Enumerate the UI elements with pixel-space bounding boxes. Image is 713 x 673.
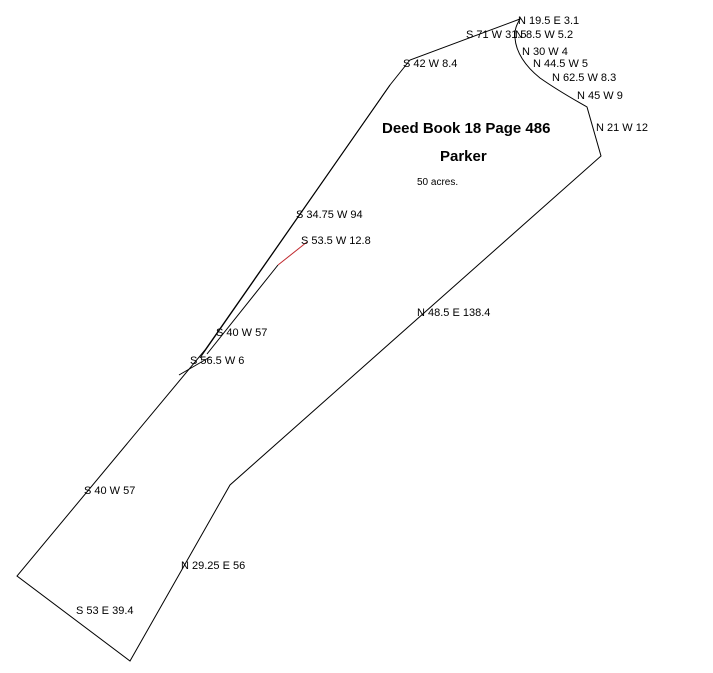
tick-line [178,356,211,376]
call-label: S 53.5 W 12.8 [301,235,371,247]
deed-title: Deed Book 18 Page 486 [382,120,550,137]
call-label: S 71 W 31.5 [466,29,527,41]
call-label: S 40 W 57 [84,485,135,497]
branch-line [206,264,279,355]
call-label: N 8.5 W 5.2 [515,29,573,41]
call-label: N 45 W 9 [577,90,623,102]
red-call-line [277,241,308,266]
interior-call-line [199,84,391,359]
tract-boundary [16,18,602,662]
call-label: N 44.5 W 5 [533,58,588,70]
call-label: N 29.25 E 56 [181,560,245,572]
call-label: S 42 W 8.4 [403,58,457,70]
call-label: N 30 W 4 [522,46,568,58]
call-label: N 48.5 E 138.4 [417,307,490,319]
call-label: S 53 E 39.4 [76,605,134,617]
call-label: N 21 W 12 [596,122,648,134]
acreage: 50 acres. [417,177,458,188]
call-label: S 34.75 W 94 [296,209,363,221]
call-label: S 40 W 57 [216,327,267,339]
call-label: N 19.5 E 3.1 [518,15,579,27]
call-label: N 62.5 W 8.3 [552,72,616,84]
call-label: S 56.5 W 6 [190,355,244,367]
owner-name: Parker [440,148,487,165]
